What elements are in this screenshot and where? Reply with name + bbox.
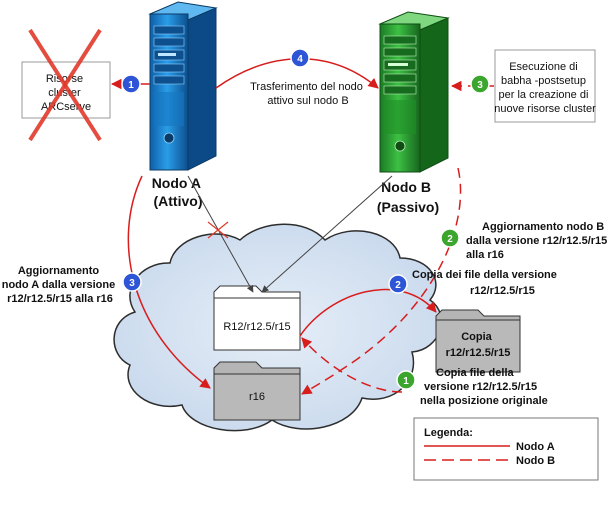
step-badge-green-2: 2 [440, 228, 460, 248]
legend-label-node-a: Nodo A [516, 441, 555, 453]
upgrade-b-line-1: Aggiornamento nodo B [482, 221, 604, 233]
server-node-a-icon [148, 1, 218, 171]
svg-text:Nodo B (Passivo): Nodo B (Passivo) [377, 179, 439, 215]
svg-text:3: 3 [129, 278, 135, 289]
node-b-role: (Passivo) [377, 199, 439, 215]
restore-files-line-2: versione r12/r12.5/r15 [424, 381, 537, 393]
folder-new-version: r16 [213, 361, 301, 421]
copy-files-line-1: Copia dei file della versione [412, 269, 557, 281]
svg-text:4: 4 [297, 54, 303, 65]
svg-text:Aggiornamento nodo B dalla: Aggiornamento nodo B dalla versione r12/… [466, 221, 610, 261]
postsetup-line-3: per la creazione di [499, 89, 589, 101]
folder-copy-line-1: Copia [461, 331, 492, 343]
copy-files-line-2: r12/r12.5/r15 [470, 285, 535, 297]
folder-old-version: R12/r12.5/r15 [213, 285, 301, 351]
svg-text:Aggiornamento nodo A dalla: Aggiornamento nodo A dalla versione r12/… [2, 265, 119, 305]
folder-copy: Copia r12/r12.5/r15 [435, 309, 521, 373]
postsetup-line-2: babha -postsetup [501, 75, 586, 87]
upgrade-a-line-2: nodo A dalla versione [2, 279, 116, 291]
resources-line-1: Risorse [46, 73, 83, 85]
svg-text:Esecuzione di babha -pos: Esecuzione di babha -postsetup per la cr… [494, 61, 596, 115]
svg-text:2: 2 [395, 280, 401, 291]
step-badge-green-3: 3 [470, 74, 490, 94]
connector-node-a-to-storage [187, 175, 254, 293]
arrow-step-2-upgrade-node-b [301, 167, 462, 395]
legend-label-node-b: Nodo B [516, 455, 555, 467]
step-badge-blue-2: 2 [388, 274, 408, 294]
arrow-step-2-copy-files [299, 288, 437, 337]
svg-text:1: 1 [128, 80, 134, 91]
step-badge-blue-3: 3 [122, 272, 142, 292]
postsetup-line-4: nuove risorse cluster [494, 103, 596, 115]
restore-files-line-3: nella posizione originale [420, 395, 548, 407]
svg-text:1: 1 [403, 376, 409, 387]
step-badge-blue-4: 4 [290, 48, 310, 68]
node-a-role: (Attivo) [154, 193, 203, 209]
postsetup-line-1: Esecuzione di [509, 61, 578, 73]
svg-text:Copia r12/r12.5/r15: Copia r12/r12.5/r15 [446, 331, 511, 359]
transfer-label-line-1: Trasferimento del nodo [250, 81, 363, 93]
step-badge-blue-1: 1 [121, 74, 141, 94]
folder-copy-line-2: r12/r12.5/r15 [446, 347, 511, 359]
legend-title: Legenda: [424, 427, 473, 439]
cluster-resources-box: Risorse cluster ARCserve [21, 28, 111, 142]
cross-icon [207, 221, 229, 239]
svg-text:Risorse cluster AR: Risorse cluster ARCserve [41, 73, 91, 113]
svg-text:Copia file della versione: Copia file della versione r12/r12.5/r15 … [420, 367, 548, 407]
server-node-b-icon [378, 11, 450, 173]
node-a-label: Nodo A [152, 175, 201, 191]
postsetup-box: Esecuzione di babha -postsetup per la cr… [494, 49, 596, 123]
legend: Legenda: Nodo A Nodo B [413, 417, 599, 481]
step-badge-green-1: 1 [396, 370, 416, 390]
connector-node-b-to-storage [261, 175, 393, 293]
transfer-label-line-2: attivo sul nodo B [267, 95, 348, 107]
svg-text:Copia dei file della versione: Copia dei file della versione r12/r12.5/… [412, 269, 560, 297]
cross-icon [28, 28, 102, 142]
arrow-step-1-restore-files [301, 337, 403, 393]
folder-new-version-label: r16 [249, 391, 265, 403]
folder-old-version-label: R12/r12.5/r15 [223, 321, 290, 333]
svg-text:Trasferimento del nodo att: Trasferimento del nodo attivo sul nodo B [250, 81, 366, 107]
svg-text:3: 3 [477, 80, 483, 91]
upgrade-b-line-2: dalla versione r12/r12.5/r15 [466, 235, 607, 247]
upgrade-a-line-1: Aggiornamento [18, 265, 100, 277]
svg-text:2: 2 [447, 234, 453, 245]
upgrade-b-line-3: alla r16 [466, 249, 504, 261]
upgrade-a-line-3: r12/r12.5/r15 alla r16 [7, 293, 113, 305]
restore-files-line-1: Copia file della [436, 367, 515, 379]
node-b-label: Nodo B [381, 179, 431, 195]
svg-text:Nodo A (Attivo): Nodo A (Attivo) [152, 175, 205, 209]
